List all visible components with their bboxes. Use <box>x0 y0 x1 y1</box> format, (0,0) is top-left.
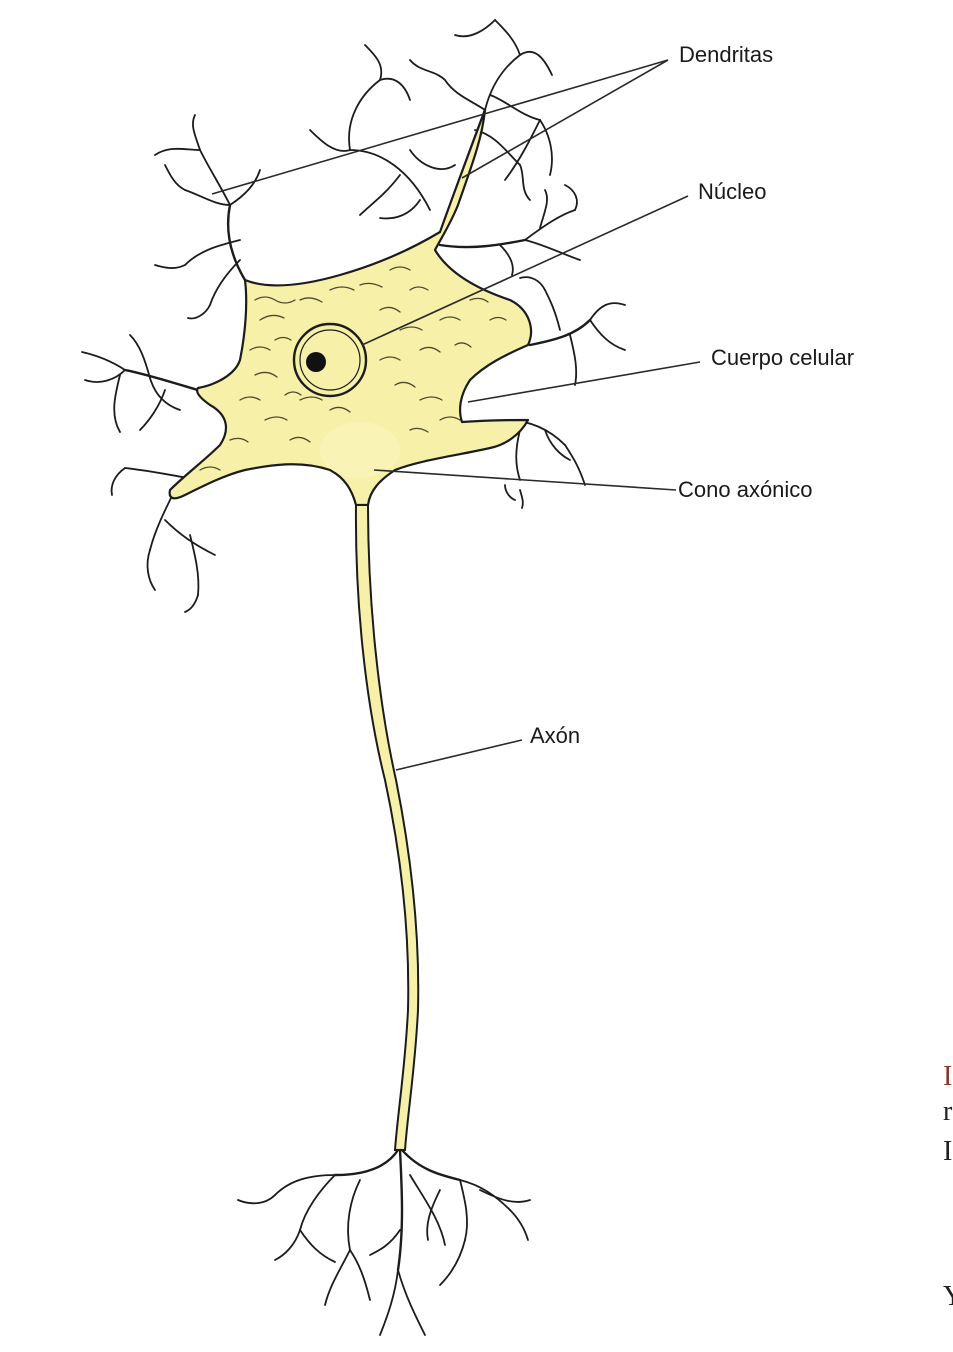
label-dendrites: Dendritas <box>679 42 773 67</box>
label-cell-body: Cuerpo celular <box>711 345 854 370</box>
axon <box>354 504 420 1151</box>
leader-axon <box>395 739 523 771</box>
edge-letter-1: I <box>943 1061 952 1092</box>
dendrites-right <box>438 184 626 509</box>
axon-terminals <box>237 1148 531 1336</box>
edge-letter-3: I <box>943 1136 952 1167</box>
axon-hillock <box>320 422 400 478</box>
nucleus <box>292 322 368 398</box>
edge-letter-2: r <box>943 1096 953 1127</box>
leader-cell-body <box>467 361 701 403</box>
leader-axon-hillock <box>373 469 677 491</box>
edge-letter-4: Y <box>943 1281 953 1312</box>
leader-dendrites-1 <box>211 59 669 195</box>
label-axon: Axón <box>530 723 580 748</box>
nucleolus <box>306 352 326 372</box>
dendrites-upper <box>154 19 553 320</box>
leader-dendrites-2 <box>461 59 669 179</box>
label-nucleus: Núcleo <box>698 179 766 204</box>
leader-lines <box>211 59 701 771</box>
leader-nucleus <box>361 195 689 346</box>
label-axon-hillock: Cono axónico <box>678 477 813 502</box>
cell-body-texture <box>199 266 507 471</box>
